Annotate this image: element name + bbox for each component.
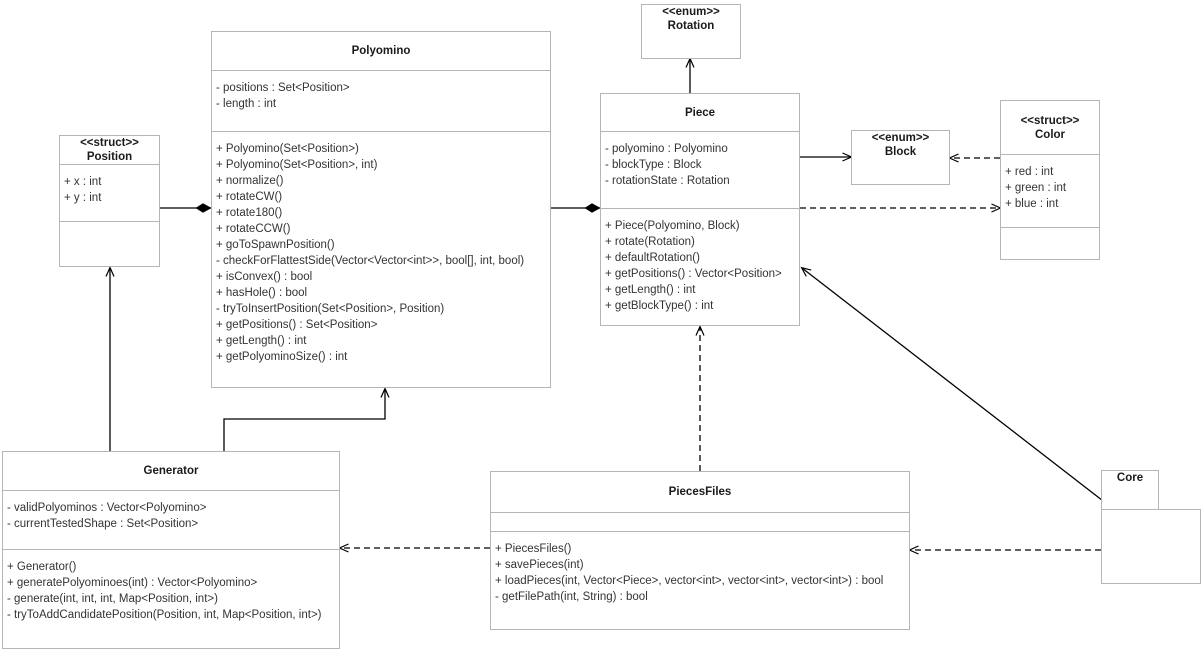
method-row: - tryToAddCandidatePosition(Position, in…: [7, 609, 322, 621]
attribute-row: - validPolyominos : Vector<Polyomino>: [7, 502, 207, 514]
class-box-piecesfiles[interactable]: PiecesFiles + PiecesFiles() + savePieces…: [490, 471, 910, 630]
class-name-position: Position: [86, 151, 133, 163]
class-name-block: Block: [884, 146, 917, 158]
class-stereotype-block: <<enum>>: [871, 132, 930, 144]
method-row: + isConvex() : bool: [216, 271, 313, 283]
attribute-row: + red : int: [1005, 166, 1054, 178]
method-row: + defaultRotation(): [605, 252, 700, 264]
method-row: + Generator(): [7, 561, 77, 573]
attributes-compartment-piece: - polyomino : Polyomino - blockType : Bl…: [601, 132, 799, 208]
class-name-generator: Generator: [143, 465, 199, 477]
class-name-piecesfiles: PiecesFiles: [668, 486, 732, 498]
compartment-separator: [601, 131, 799, 132]
method-row: + Piece(Polyomino, Block): [605, 220, 740, 232]
method-row: - checkForFlattestSide(Vector<Vector<int…: [216, 255, 525, 267]
method-row: + getLength() : int: [605, 284, 696, 296]
method-row: + getBlockType() : int: [605, 300, 714, 312]
class-name-piece: Piece: [684, 106, 716, 119]
compartment-separator: [60, 221, 159, 222]
class-box-block[interactable]: <<enum>> Block: [851, 130, 950, 185]
attribute-row: - currentTestedShape : Set<Position>: [7, 518, 199, 530]
attribute-row: + y : int: [64, 192, 102, 204]
compartment-separator: [212, 70, 550, 71]
attributes-compartment-color: + red : int + green : int + blue : int: [1001, 155, 1099, 227]
class-box-core[interactable]: Core: [1101, 470, 1159, 510]
methods-compartment-generator: + Generator() + generatePolyominoes(int)…: [3, 550, 339, 648]
method-row: + goToSpawnPosition(): [216, 239, 335, 251]
edge-core-piece: [800, 266, 1108, 505]
class-box-rotation[interactable]: <<enum>> Rotation: [641, 4, 741, 59]
method-row: + normalize(): [216, 175, 284, 187]
compartment-separator: [601, 208, 799, 209]
attribute-row: + x : int: [64, 176, 102, 188]
method-row: + getPositions() : Set<Position>: [216, 319, 378, 331]
attribute-row: - length : int: [216, 98, 277, 110]
compartment-separator: [1001, 227, 1099, 228]
attribute-row: - polyomino : Polyomino: [605, 143, 728, 155]
class-name-core: Core: [1116, 472, 1144, 484]
class-stereotype-rotation: <<enum>>: [662, 6, 720, 18]
class-body-core[interactable]: [1101, 509, 1201, 584]
class-box-generator[interactable]: Generator - validPolyominos : Vector<Pol…: [2, 451, 340, 649]
class-title-polyomino: Polyomino: [212, 32, 550, 70]
class-box-polyomino[interactable]: Polyomino - positions : Set<Position> - …: [211, 31, 551, 388]
method-row: + getPositions() : Vector<Position>: [605, 268, 782, 280]
attribute-row: + green : int: [1005, 182, 1067, 194]
method-row: + rotateCW(): [216, 191, 283, 203]
methods-compartment-polyomino: + Polyomino(Set<Position>) + Polyomino(S…: [212, 132, 550, 387]
attribute-row: - rotationState : Rotation: [605, 175, 730, 187]
attribute-row: - positions : Set<Position>: [216, 82, 350, 94]
class-title-piece: Piece: [601, 94, 799, 131]
methods-compartment-piecesfiles: + PiecesFiles() + savePieces(int) + load…: [491, 532, 909, 629]
method-row: + rotateCCW(): [216, 223, 291, 235]
compartment-separator: [60, 164, 159, 165]
attributes-compartment-polyomino: - positions : Set<Position> - length : i…: [212, 71, 550, 131]
method-row: + getPolyominoSize() : int: [216, 351, 348, 363]
attribute-row: - blockType : Block: [605, 159, 702, 171]
class-name-rotation: Rotation: [667, 20, 715, 32]
class-box-piece[interactable]: Piece - polyomino : Polyomino - blockTyp…: [600, 93, 800, 326]
method-row: + PiecesFiles(): [495, 543, 572, 555]
methods-compartment-piece: + Piece(Polyomino, Block) + rotate(Rotat…: [601, 209, 799, 325]
attribute-row: + blue : int: [1005, 198, 1059, 210]
method-row: - tryToInsertPosition(Set<Position>, Pos…: [216, 303, 445, 315]
attributes-compartment-position: + x : int + y : int: [60, 165, 159, 221]
class-stereotype-color: <<struct>>: [1020, 114, 1080, 127]
attributes-compartment-piecesfiles: [491, 513, 909, 531]
class-title-generator: Generator: [3, 452, 339, 490]
method-row: - getFilePath(int, String) : bool: [495, 591, 648, 603]
method-row: + rotate(Rotation): [605, 236, 695, 248]
methods-compartment-color: [1001, 228, 1099, 259]
class-box-color[interactable]: <<struct>> Color + red : int + green : i…: [1000, 100, 1100, 260]
class-title-rotation: <<enum>> Rotation: [642, 5, 740, 33]
method-row: + Polyomino(Set<Position>): [216, 143, 359, 155]
class-title-position: <<struct>> Position: [60, 136, 159, 164]
class-title-piecesfiles: PiecesFiles: [491, 472, 909, 512]
methods-compartment-position: [60, 222, 159, 266]
class-title-color: <<struct>> Color: [1001, 101, 1099, 154]
method-row: + rotate180(): [216, 207, 283, 219]
method-row: + hasHole() : bool: [216, 287, 308, 299]
class-title-core: Core: [1102, 471, 1158, 485]
attributes-compartment-generator: - validPolyominos : Vector<Polyomino> - …: [3, 491, 339, 549]
class-box-position[interactable]: <<struct>> Position + x : int + y : int: [59, 135, 160, 267]
class-title-block: <<enum>> Block: [852, 131, 949, 159]
edge-generator-polyomino: [223, 387, 390, 451]
class-name-polyomino: Polyomino: [351, 45, 411, 57]
compartment-separator: [491, 531, 909, 532]
method-row: + savePieces(int): [495, 559, 584, 571]
method-row: + loadPieces(int, Vector<Piece>, vector<…: [495, 575, 884, 587]
compartment-separator: [1001, 154, 1099, 155]
compartment-separator: [212, 131, 550, 132]
method-row: + generatePolyominoes(int) : Vector<Poly…: [7, 577, 258, 589]
compartment-separator: [3, 490, 339, 491]
class-stereotype-position: <<struct>>: [80, 137, 139, 149]
method-row: - generate(int, int, int, Map<Position, …: [7, 593, 218, 605]
method-row: + Polyomino(Set<Position>, int): [216, 159, 378, 171]
compartment-separator: [3, 549, 339, 550]
method-row: + getLength() : int: [216, 335, 307, 347]
class-name-color: Color: [1034, 128, 1066, 141]
compartment-separator: [491, 512, 909, 513]
